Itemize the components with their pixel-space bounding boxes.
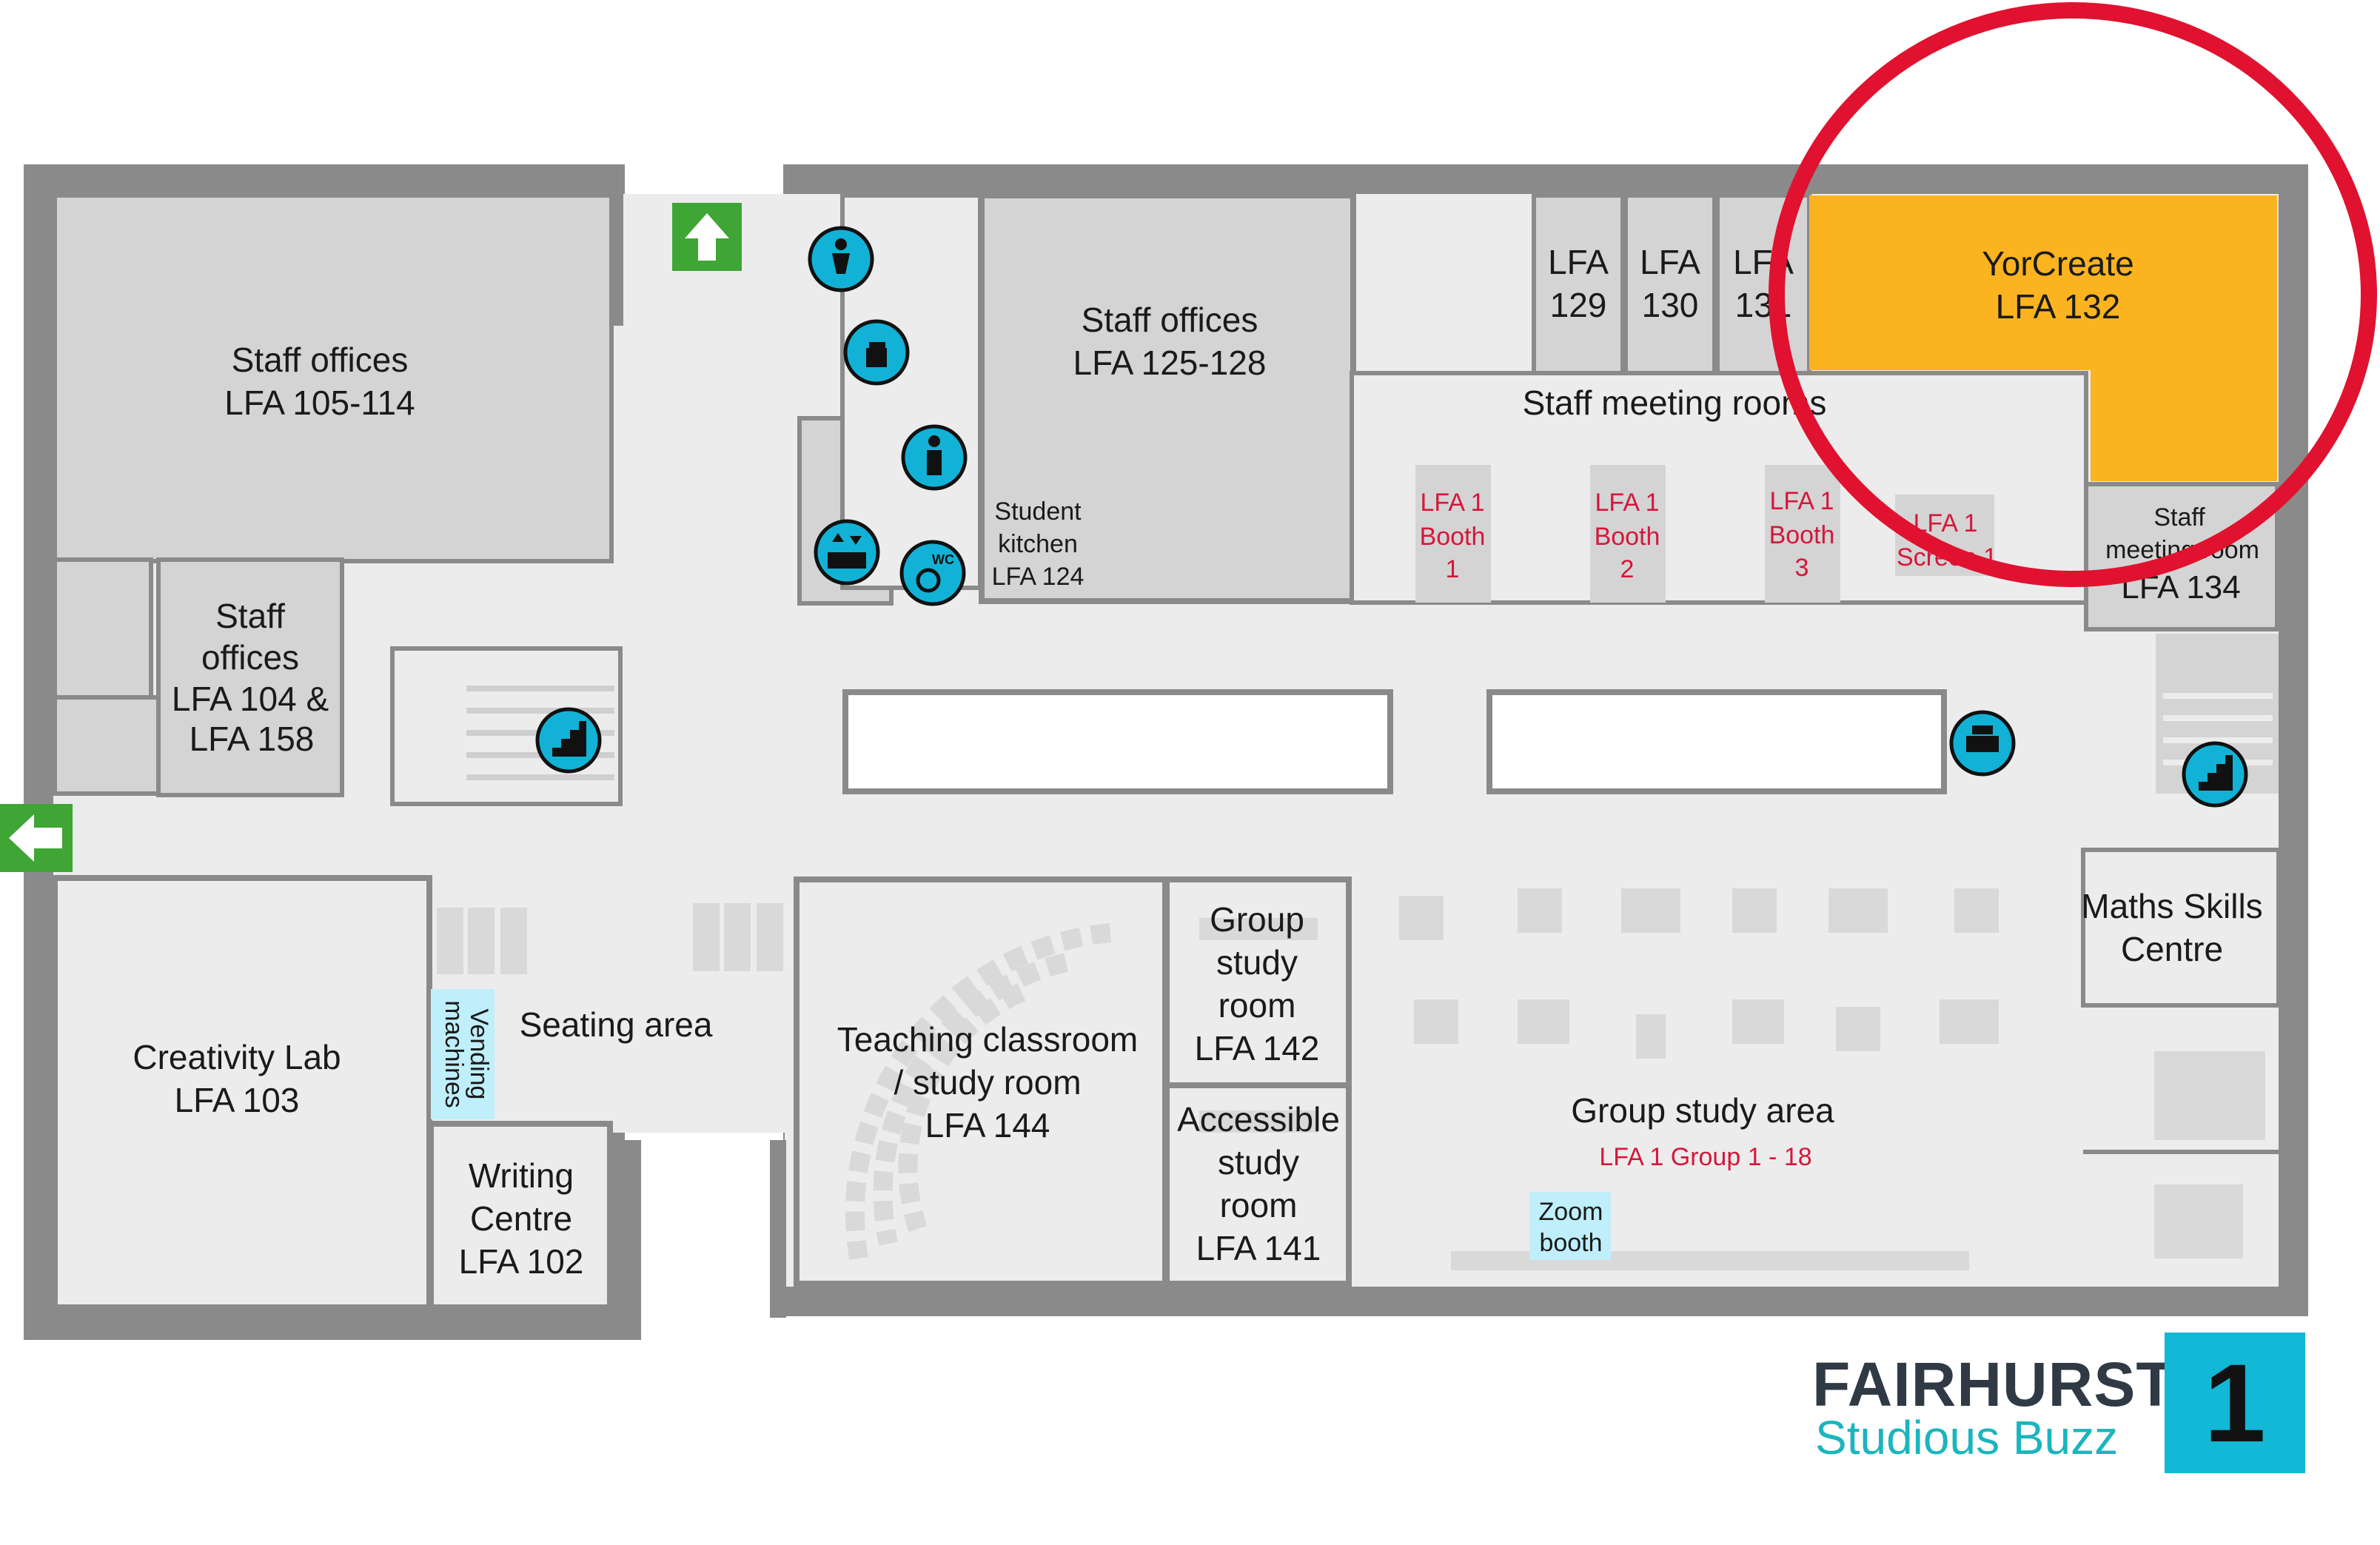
notch-wall <box>625 1140 641 1340</box>
label-group-study-sub: LFA 1 Group 1 - 18 <box>1599 1143 1811 1171</box>
furniture <box>437 888 2265 1270</box>
central-island-2 <box>1486 689 1947 794</box>
printer-icon <box>1949 710 2016 777</box>
room-lfa-129[interactable] <box>1532 193 1625 375</box>
room-maths-skills[interactable] <box>2081 848 2281 1008</box>
level-badge: 1 <box>2165 1333 2305 1473</box>
accessible-toilet-icon: WC <box>899 540 966 606</box>
room-lfa-130[interactable] <box>1623 193 1717 375</box>
room-staff-offices-125[interactable] <box>979 192 1356 604</box>
label-group-study-area: Group study area <box>1571 1091 1834 1130</box>
brand-subtitle: Studious Buzz <box>1815 1411 2119 1464</box>
room-staff-offices-104[interactable] <box>156 557 344 797</box>
floor-corridor <box>610 326 788 1133</box>
water-fountain-icon <box>843 319 910 386</box>
booth-3-box[interactable] <box>1765 465 1840 603</box>
room-lfa-131[interactable] <box>1715 193 1811 375</box>
brand-title: FAIRHURST <box>1812 1350 2175 1419</box>
room-small-left2 <box>53 695 161 796</box>
exit-left-arrow-icon <box>0 804 73 872</box>
male-toilet-icon <box>901 424 968 491</box>
notch <box>641 1155 770 1340</box>
room-creativity-lab[interactable] <box>52 875 432 1310</box>
room-staff-offices-105[interactable] <box>53 193 614 563</box>
room-yorcreate[interactable] <box>1809 195 2277 481</box>
label-staff-meeting-rooms: Staff meeting rooms <box>1523 383 1827 422</box>
exit-up-arrow-icon <box>672 203 742 271</box>
central-island-1 <box>842 689 1393 794</box>
highlight-circle <box>1769 2 2377 587</box>
svg-text:WC: WC <box>932 552 954 567</box>
room-small-left <box>53 557 153 700</box>
female-toilet-icon <box>808 226 874 292</box>
zoom-booth-box[interactable] <box>1529 1192 1611 1260</box>
stairs-icon <box>535 707 602 774</box>
booth-1-box[interactable] <box>1415 465 1491 603</box>
lift-icon <box>814 519 880 586</box>
booth-2-box[interactable] <box>1590 465 1666 603</box>
notch-wall-r <box>770 1140 786 1318</box>
vending-box[interactable] <box>431 989 495 1119</box>
room-writing-centre[interactable] <box>428 1121 613 1310</box>
stairs-icon <box>2182 741 2248 808</box>
classroom-seats <box>845 923 1112 1261</box>
label-seating-area: Seating area <box>520 1005 713 1044</box>
label-vending: Vendingmachines <box>440 1000 493 1108</box>
